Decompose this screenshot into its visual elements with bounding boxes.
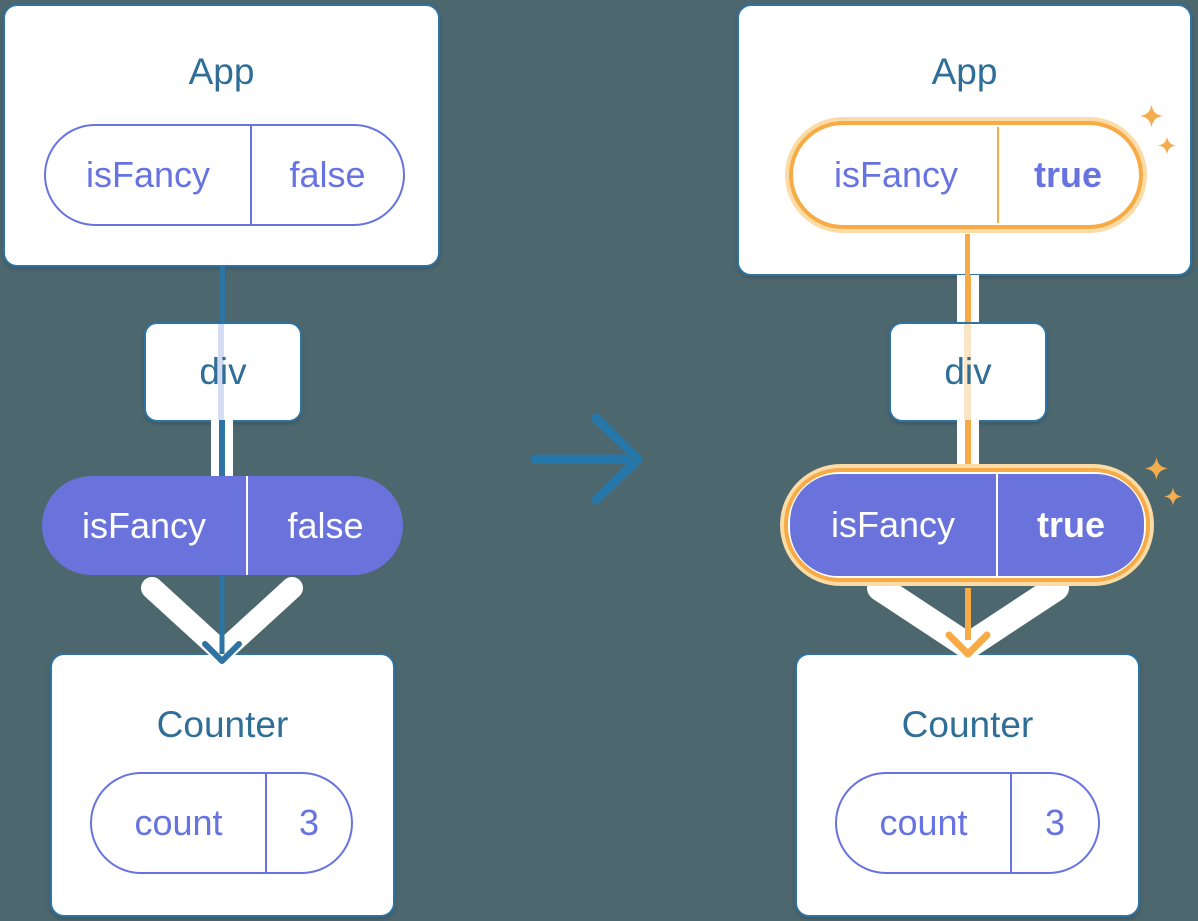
highlight-ring: isFancy true: [784, 468, 1150, 582]
prop-pipe: [957, 275, 979, 323]
passed-prop-value: false: [287, 504, 364, 546]
div-label: div: [944, 351, 992, 392]
pipe-edge: [219, 420, 225, 478]
pipe-wall: [225, 420, 233, 478]
state-value: 3: [1044, 802, 1066, 843]
prop-pipe: [211, 420, 233, 478]
pipe-wall: [957, 420, 965, 468]
app-card: App isFancy false: [3, 4, 440, 267]
ghost-edge-icon: [218, 324, 224, 420]
prop-name: isFancy: [46, 126, 252, 224]
passed-prop-name: isFancy: [790, 474, 998, 576]
highlight-edge: [965, 234, 970, 276]
sparkle-icon: [1145, 457, 1168, 480]
passed-prop-name: isFancy: [42, 476, 248, 575]
white-chevron-icon: [867, 575, 1069, 659]
pipe-wall: [971, 420, 979, 468]
prop-pill: isFancy true: [795, 127, 1137, 223]
counter-card: Counter count 3: [50, 653, 395, 917]
prop-name: isFancy: [795, 127, 999, 223]
prop-pipe: [957, 420, 979, 468]
app-card: App isFancy true: [737, 4, 1192, 276]
arrowhead: [945, 631, 991, 658]
arrow-down-icon: [141, 574, 303, 664]
pipe-wall: [957, 275, 965, 323]
counter-title: Counter: [156, 704, 289, 745]
prop-value: false: [289, 154, 366, 195]
div-node: div: [144, 322, 302, 422]
ghost-edge-icon: [964, 324, 971, 420]
state-pill: count 3: [835, 772, 1100, 874]
counter-card: Counter count 3: [795, 653, 1140, 917]
sparkle-icon: [1164, 487, 1182, 506]
transition-arrow-icon: [530, 413, 643, 505]
sparkle-icon: [1140, 104, 1163, 128]
prop-value: true: [1033, 154, 1102, 195]
pipe-edge: [965, 420, 971, 468]
arrowhead: [202, 641, 242, 664]
state-name: count: [92, 774, 267, 872]
prop-pill-highlight: isFancy true: [785, 117, 1147, 233]
arrow-down-icon: [867, 575, 1069, 659]
state-name: count: [837, 774, 1012, 872]
passed-prop-pill: isFancy false: [42, 476, 403, 575]
sparkle-icon: [1158, 136, 1176, 155]
passed-prop-pill-highlight: isFancy true: [780, 464, 1154, 586]
state-value: 3: [298, 802, 320, 843]
passed-prop-pill: isFancy true: [790, 474, 1144, 576]
app-title: App: [188, 51, 255, 92]
pipe-edge: [965, 275, 971, 323]
counter-title: Counter: [901, 704, 1034, 745]
state-pill: count 3: [90, 772, 353, 874]
pipe-wall: [211, 420, 219, 478]
prop-pill: isFancy false: [44, 124, 405, 226]
pipe-wall: [971, 275, 979, 323]
div-label: div: [199, 351, 247, 392]
app-title: App: [931, 51, 998, 92]
highlight-ring: isFancy true: [789, 121, 1143, 229]
tree-edge-app-div: [219, 265, 225, 325]
div-node: div: [889, 322, 1047, 422]
passed-prop-value: true: [1036, 504, 1105, 545]
